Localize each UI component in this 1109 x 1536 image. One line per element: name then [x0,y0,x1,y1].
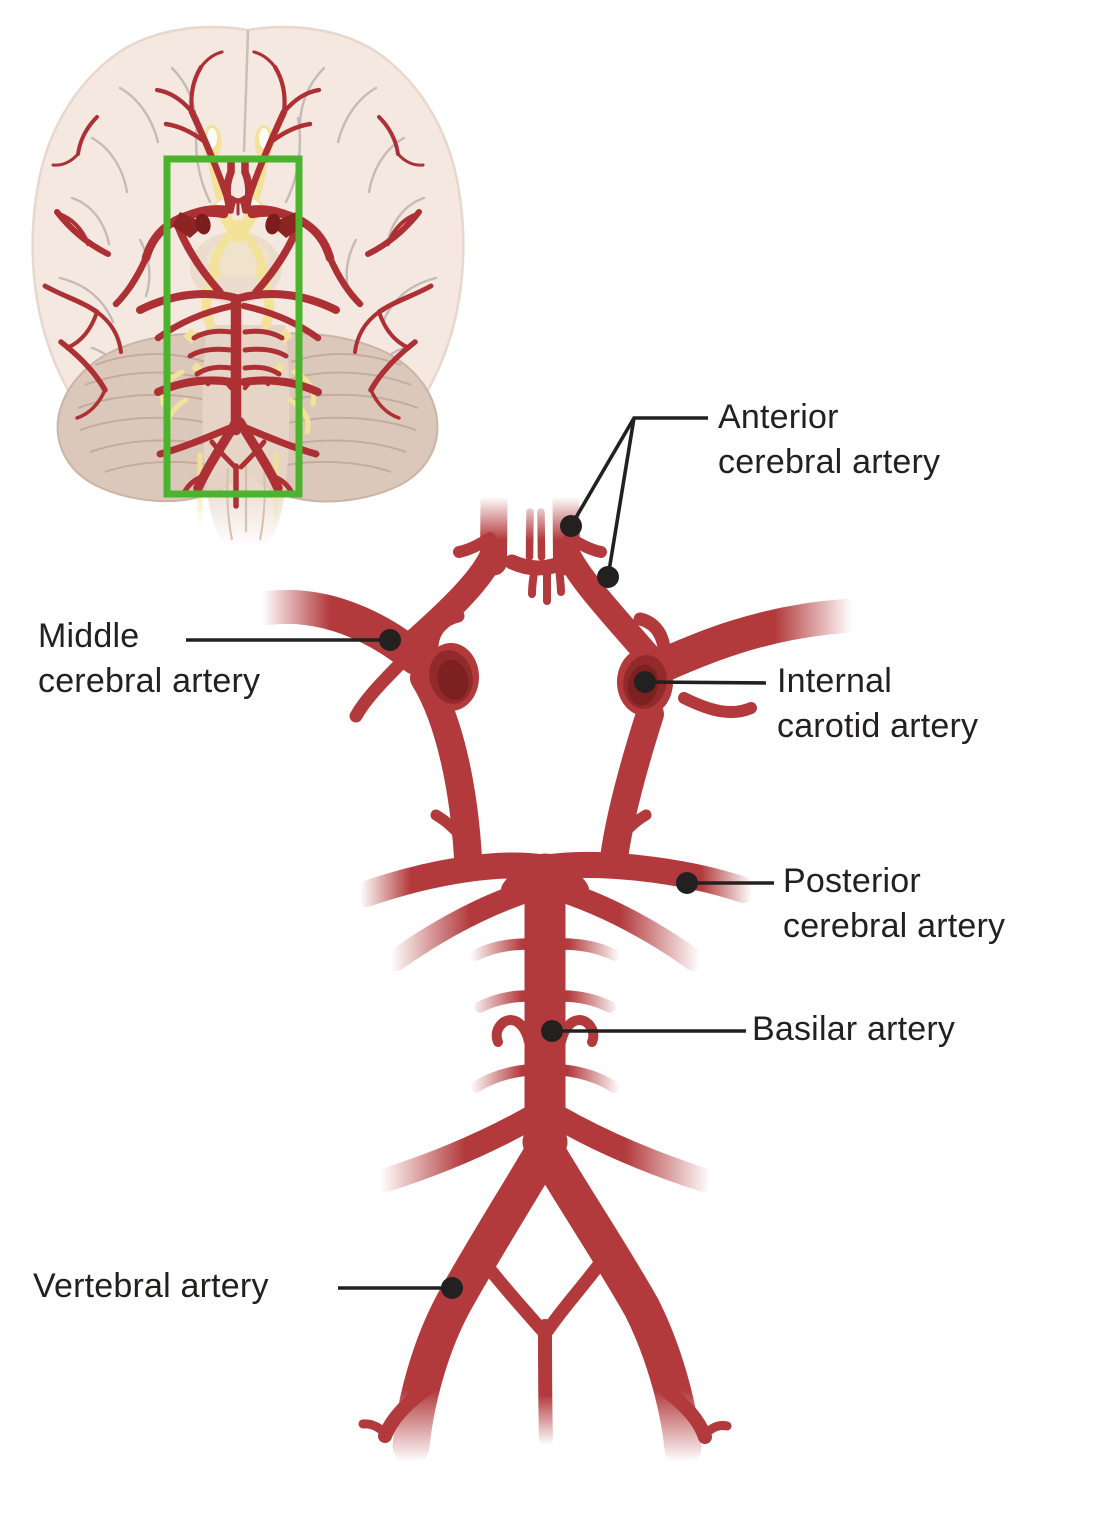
olfactory-bulb-left-core [207,128,217,148]
label-line: cerebral artery [38,662,261,700]
superior-cerebellar-artery-left [385,877,549,971]
anterior-inferior-cerebellar-artery-right [544,1104,716,1192]
label-line: Anterior [718,398,839,436]
inset-arteries-midline [223,159,253,509]
dot-posterior [676,872,698,894]
label-line: Posterior [783,862,921,900]
optic-chiasm [226,219,250,243]
circle-of-willis-illustration [251,486,862,1467]
label-line: Basilar artery [752,1010,956,1048]
anterior-spinal-limb-right [541,1259,605,1337]
junction-hook-left [425,609,465,653]
pontine-branch [556,990,616,1013]
leader-anterior-2 [606,417,636,578]
crus-right [255,267,275,329]
pericallosal-branch [537,508,546,561]
leader-dots [379,515,698,1299]
choroidal-branch-left [430,809,474,851]
pontine-branch [470,938,534,961]
label-internal-carotid-artery: Internal carotid artery [777,659,978,749]
leader-internal [644,680,767,685]
dot-internal [634,671,656,693]
junction-hook-right [633,612,671,655]
label-middle-cerebral-artery: Middle cerebral artery [38,614,260,704]
pyramid-left [226,467,233,541]
dot-middle [379,629,401,651]
label-line: carotid artery [777,707,979,745]
label-line: Internal [777,662,893,700]
cranial-nerves [159,125,313,529]
frontopolar-stub-left [453,532,496,558]
junction-branch-left [349,655,409,723]
pyramid-right [259,467,266,541]
superior-cerebellar-artery-right [541,877,705,971]
dot-anterior-1 [560,515,582,537]
anterior-spinal-limb-left [477,1255,549,1337]
highlight-region-box [163,155,303,498]
vertebral-branch-right-fork [699,1421,732,1440]
pericallosal-branch [525,508,534,561]
dot-anterior-2 [597,566,619,588]
label-vertebral-artery: Vertebral artery [33,1264,269,1309]
posterior-cerebral-artery-vessel [353,851,757,907]
label-line: cerebral artery [783,907,1006,945]
anterior-cerebral-a1-left [394,537,507,661]
perforating-twig [528,564,539,598]
label-line: cerebral artery [718,443,941,481]
leader-anterior-1 [569,416,708,527]
leader-lines [186,416,774,1290]
inset-brain-inferior-view [31,25,465,548]
pontine-branch-hook [556,1015,599,1047]
vertebral-branch-left-fork [358,1419,391,1439]
perforating-twig [555,564,565,596]
longitudinal-fissure [242,29,250,153]
pontine-branch-hook [491,1015,534,1047]
label-anterior-cerebral-artery: Anterior cerebral artery [718,395,940,485]
label-basilar-artery: Basilar artery [752,1007,955,1052]
pontine-branch [556,1064,620,1093]
label-line: Middle [38,617,140,655]
frontopolar-stub-right [564,532,607,558]
vertebral-artery-left-vessel [392,1123,568,1465]
olfactory-bulb-right-core [259,128,269,148]
crus-left [201,267,221,329]
dot-basilar [541,1020,563,1042]
anterior-inferior-cerebellar-artery-left [374,1104,546,1192]
anterior-spinal-artery-vessel [538,1319,553,1447]
pontine-branch [556,938,620,961]
choroidal-branch-right [608,809,652,851]
vertebral-artery-right-vessel [522,1123,702,1467]
junction-branch-right [678,692,757,719]
pontine-branch [474,990,534,1013]
pontine-branch [470,1064,534,1093]
dot-vertebral [441,1277,463,1299]
label-line: Vertebral artery [33,1267,269,1305]
carotid-lumen-left [437,659,469,701]
middle-cerebral-artery-left-vessel [251,590,433,675]
label-posterior-cerebral-artery: Posterior cerebral artery [783,859,1005,949]
